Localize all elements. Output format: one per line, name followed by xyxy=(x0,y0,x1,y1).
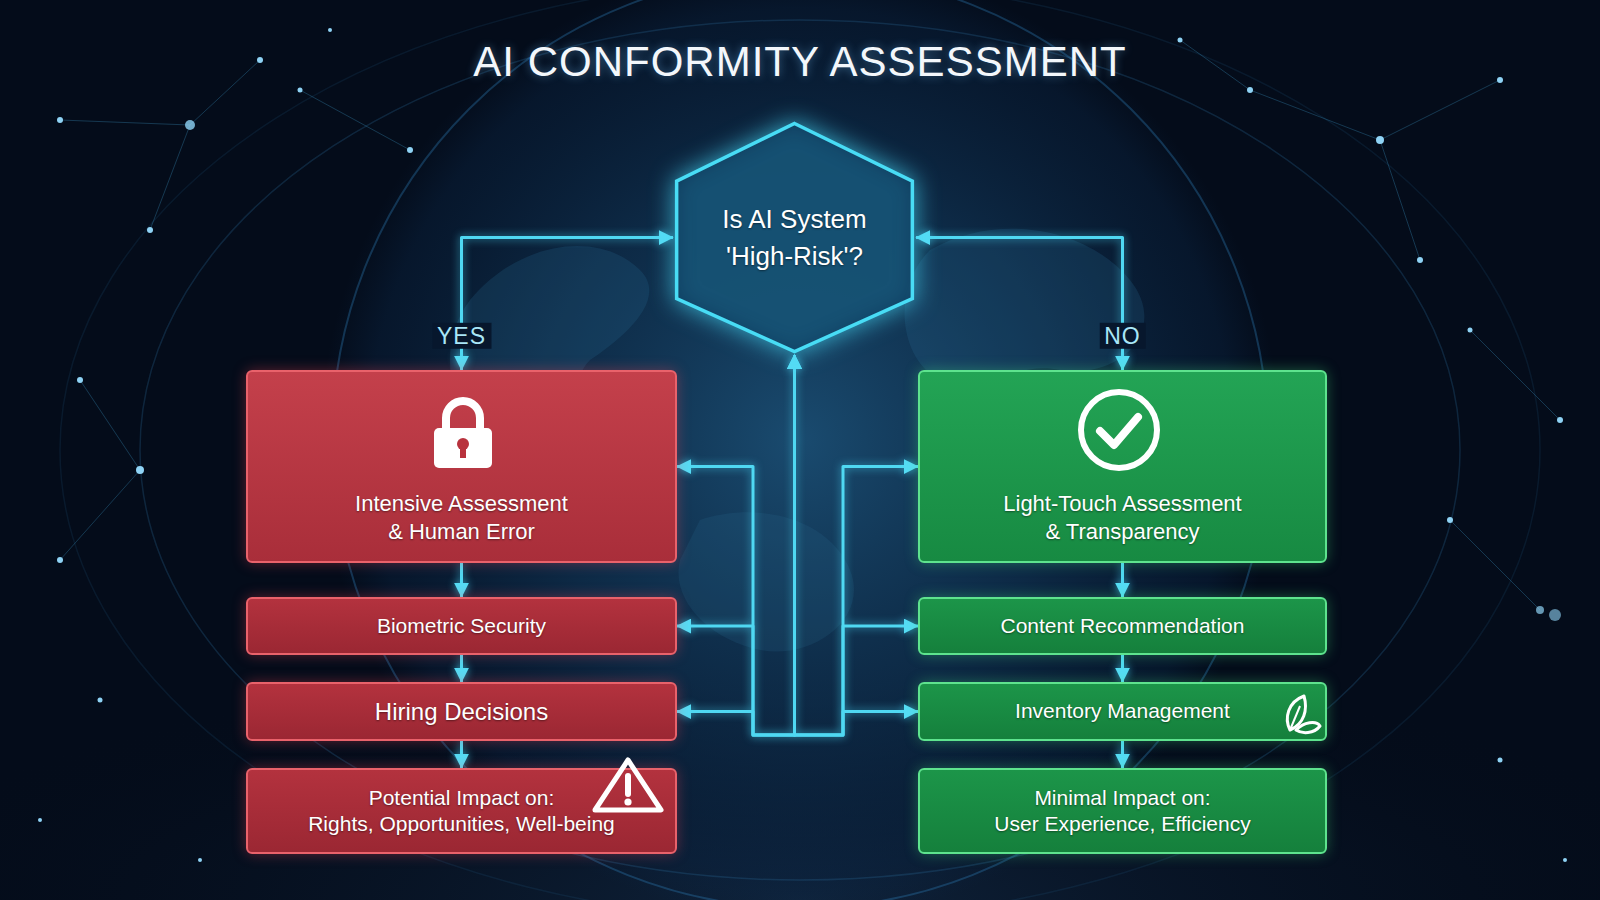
check-icon xyxy=(1074,385,1164,475)
connector xyxy=(916,238,1123,371)
node-text: Is AI System 'High-Risk'? xyxy=(700,201,890,274)
decision-hexagon: Is AI System 'High-Risk'? xyxy=(673,120,916,355)
connector xyxy=(460,741,463,768)
connector xyxy=(460,655,463,682)
connector xyxy=(677,355,795,735)
connector xyxy=(462,238,674,371)
example-box: Content Recommendation xyxy=(918,597,1327,655)
diagram-title: AI CONFORMITY ASSESSMENT xyxy=(0,38,1600,86)
assessment-box: Intensive Assessment & Human Error xyxy=(246,370,677,563)
network-dots xyxy=(38,28,1567,862)
network-lines xyxy=(60,40,1560,610)
node-body-text: User Experience, Efficiency xyxy=(994,811,1250,837)
connector xyxy=(677,355,795,735)
hexagon-outline xyxy=(673,120,916,355)
connector xyxy=(795,355,919,735)
warning-icon xyxy=(592,756,664,814)
node-text: Biometric Security xyxy=(377,613,546,639)
connector xyxy=(460,563,463,597)
connector xyxy=(795,355,919,735)
node-text: Minimal Impact on: xyxy=(1034,785,1210,811)
node-text: Content Recommendation xyxy=(1001,613,1245,639)
branch-label: YES xyxy=(432,323,491,349)
node-text: Hiring Decisions xyxy=(375,697,548,727)
orbit-rings xyxy=(60,0,1540,900)
example-box: Hiring Decisions xyxy=(246,682,677,741)
example-box: Inventory Management xyxy=(918,682,1327,741)
assessment-box: Light-Touch Assessment & Transparency xyxy=(918,370,1327,563)
impact-box: Potential Impact on:Rights, Opportunitie… xyxy=(246,768,677,854)
impact-box: Minimal Impact on:User Experience, Effic… xyxy=(918,768,1327,854)
connector xyxy=(795,355,919,735)
example-box: Biometric Security xyxy=(246,597,677,655)
connector xyxy=(1121,655,1124,682)
connector xyxy=(677,355,795,735)
connector xyxy=(1121,741,1124,768)
leaf-icon xyxy=(1282,692,1322,734)
lock-icon xyxy=(428,396,498,470)
connector xyxy=(1121,563,1124,597)
node-body-text: Rights, Opportunities, Well-being xyxy=(308,811,615,837)
hexagon-shape xyxy=(677,124,913,352)
node-text: Intensive Assessment & Human Error xyxy=(312,490,612,545)
node-text: Potential Impact on: xyxy=(369,785,555,811)
branch-label: NO xyxy=(1099,323,1146,349)
node-text: Light-Touch Assessment & Transparency xyxy=(973,490,1273,545)
node-text: Inventory Management xyxy=(1015,698,1230,724)
